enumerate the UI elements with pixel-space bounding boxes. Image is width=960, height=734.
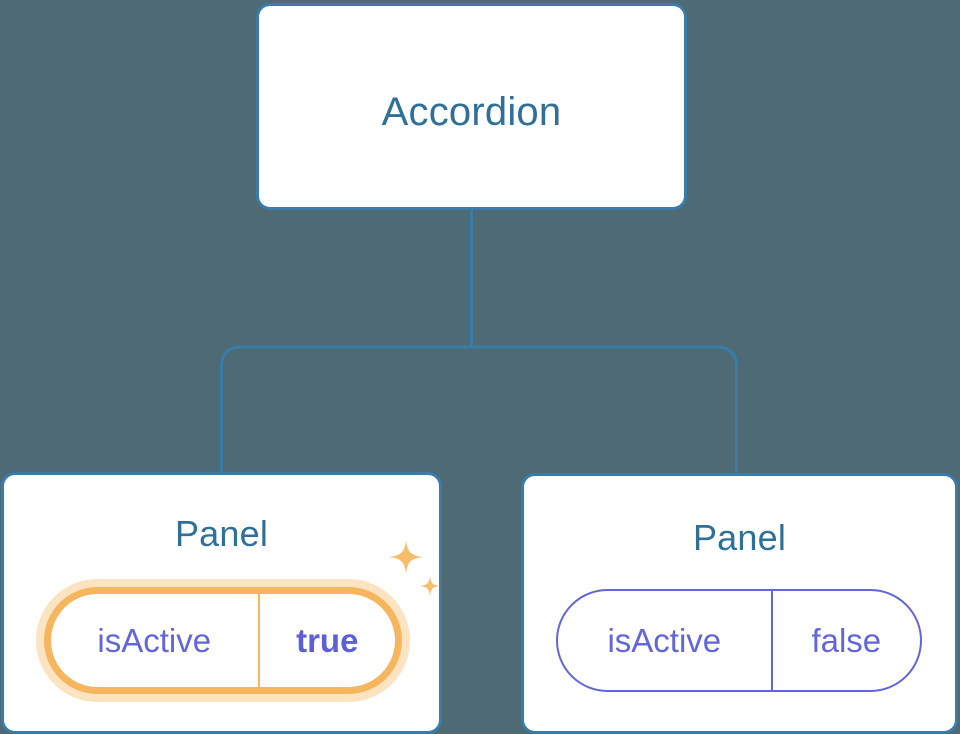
node-title-accordion: Accordion xyxy=(381,90,562,134)
prop-pill-isactive-true[interactable]: isActive true xyxy=(44,587,402,694)
connector-children-rail xyxy=(220,345,738,474)
node-title-panel-left: Panel xyxy=(174,513,269,554)
prop-name-label: isActive xyxy=(607,621,722,659)
prop-value-label: true xyxy=(257,594,395,687)
node-title-panel-right: Panel xyxy=(692,517,787,558)
tree-node-accordion[interactable]: Accordion xyxy=(256,3,687,210)
prop-name-label: isActive xyxy=(97,621,212,659)
prop-value-label: false xyxy=(770,591,920,690)
prop-pill-isactive-false[interactable]: isActive false xyxy=(556,589,922,692)
